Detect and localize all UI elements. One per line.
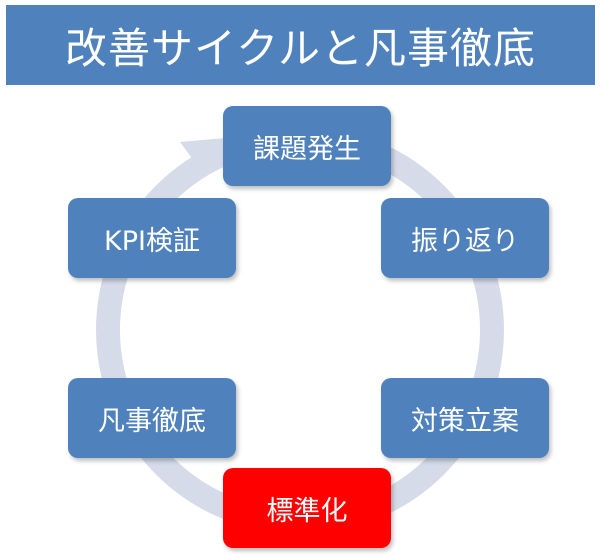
cycle-arrowhead [180,137,236,172]
node-review-label: 振り返り [411,225,519,257]
node-standardize: 標準化 [223,468,391,548]
node-thorough-label: 凡事徹底 [98,405,206,437]
cycle-ring-path [96,126,504,534]
node-review: 振り返り [381,198,549,278]
page-title: 改善サイクルと凡事徹底 [65,23,536,73]
node-countermeasure: 対策立案 [381,378,549,458]
node-thorough: 凡事徹底 [68,378,236,458]
node-issue-label: 課題発生 [253,133,361,165]
node-standardize-label: 標準化 [266,495,348,527]
node-kpi-label: KPI検証 [104,225,200,257]
title-banner: 改善サイクルと凡事徹底 [6,5,595,85]
node-issue: 課題発生 [223,106,391,186]
node-countermeasure-label: 対策立案 [411,405,519,437]
node-kpi: KPI検証 [68,198,236,278]
